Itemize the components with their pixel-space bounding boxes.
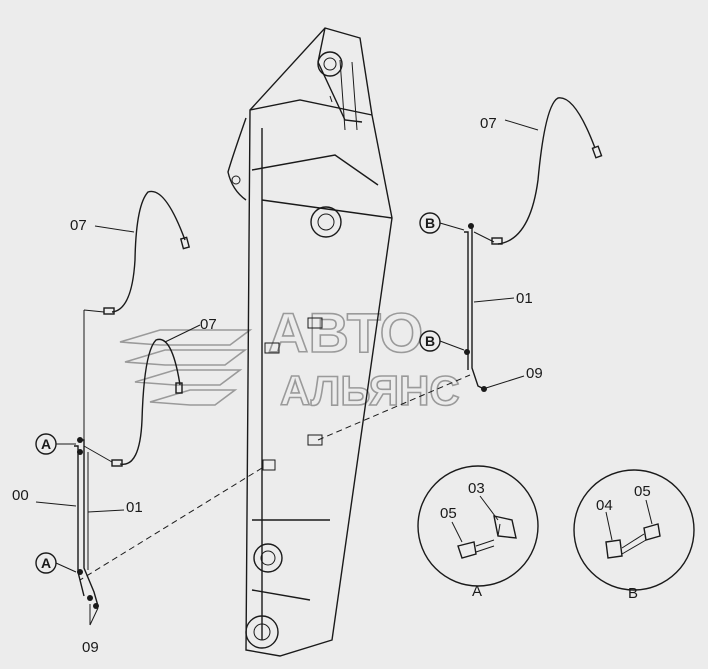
leader-01-left — [87, 509, 125, 513]
leader-03 — [479, 495, 499, 521]
part-03-detail-a: 03 — [468, 480, 485, 497]
svg-text:B: B — [425, 333, 435, 349]
leader-05-a — [451, 521, 463, 543]
leader-00 — [35, 501, 77, 507]
callout-b-lower: B — [419, 330, 465, 352]
boom-arm — [227, 27, 393, 657]
part-00: 00 — [12, 487, 29, 504]
part-01-right: 01 — [516, 290, 533, 307]
part-05-detail-b: 05 — [634, 483, 651, 500]
bracket-right — [464, 223, 495, 392]
part-04-detail-b: 04 — [596, 497, 613, 514]
leader-07-upper-left — [94, 225, 135, 233]
watermark-logo: АВТО АЛЬЯНС — [119, 300, 461, 415]
hose-upper-left — [103, 190, 191, 315]
leader-01-right — [473, 297, 515, 303]
leader-line-right — [317, 374, 471, 441]
watermark-line-1: АВТО — [268, 301, 423, 364]
callout-a-lower: A — [35, 552, 77, 574]
callout-b-upper: B — [419, 212, 465, 234]
view-label-b: B — [628, 585, 638, 602]
bracket-left — [74, 309, 113, 609]
leader-05-b — [645, 499, 653, 525]
part-07-upper-left: 07 — [70, 217, 87, 234]
part-07-middle-left: 07 — [200, 316, 217, 333]
svg-text:A: A — [41, 555, 51, 571]
svg-text:B: B — [425, 215, 435, 231]
view-label-a: A — [472, 583, 482, 600]
callout-a-upper: A — [35, 433, 76, 455]
hose-top-right — [491, 97, 603, 245]
part-09-left: 09 — [82, 639, 99, 656]
part-07-top-right: 07 — [480, 115, 497, 132]
part-01-left: 01 — [126, 499, 143, 516]
leader-09-left — [89, 604, 99, 626]
leader-09-right — [485, 375, 525, 389]
leader-07-top-right — [504, 119, 539, 131]
part-05-detail-a: 05 — [440, 505, 457, 522]
leader-04 — [605, 511, 613, 541]
detail-view-a: 03 05 A — [417, 465, 539, 600]
leader-07-middle-left — [164, 324, 201, 343]
svg-text:A: A — [41, 436, 51, 452]
hose-middle-left — [111, 338, 183, 467]
part-09-right: 09 — [526, 365, 543, 382]
leader-line-left — [79, 467, 263, 581]
detail-view-b: 04 05 B — [573, 469, 695, 602]
